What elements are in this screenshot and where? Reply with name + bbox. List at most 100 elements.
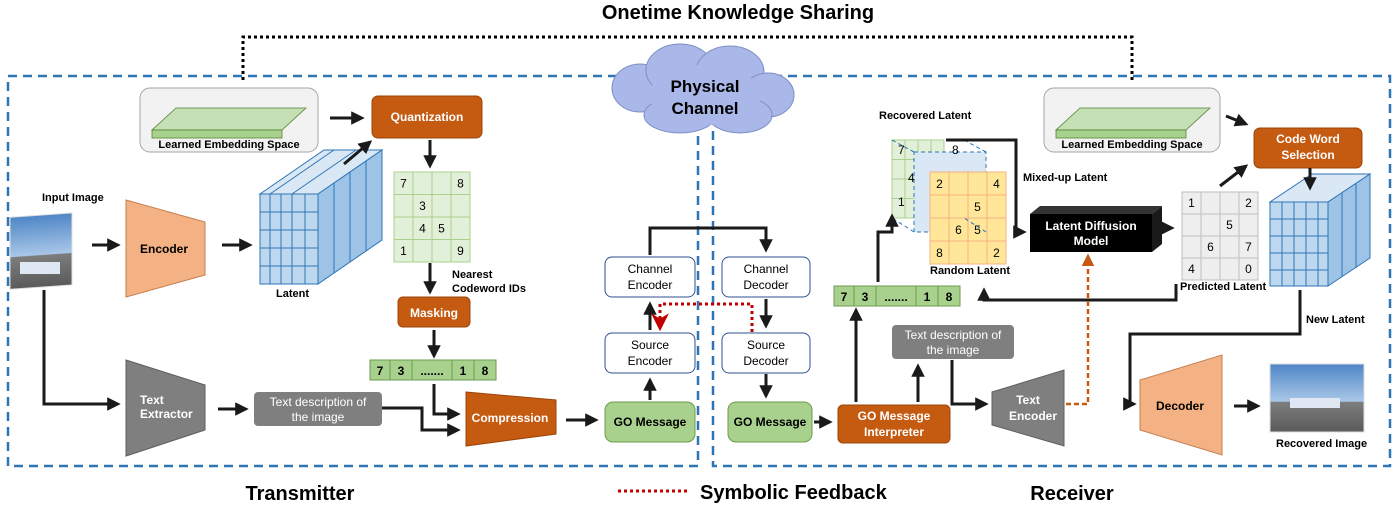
predicted-grid-cell (1181, 213, 1202, 237)
source-encoder-label-2: Encoder (628, 354, 673, 368)
interpreter-label-2: Interpreter (864, 425, 924, 439)
recovered-value: 1 (898, 195, 905, 209)
random-cell (948, 171, 969, 196)
predicted-grid-cell (1219, 235, 1240, 259)
channel-decoder-label-1: Channel (744, 262, 789, 276)
predicted-grid-cell (1200, 191, 1221, 215)
codeword-grid-tx-cell (450, 194, 471, 218)
compression-label: Compression (472, 411, 549, 425)
receiver-region (711, 74, 1392, 468)
ldm-label-1: Latent Diffusion (1045, 219, 1136, 233)
random-cell (967, 171, 988, 196)
latent-cube-tx (258, 149, 384, 285)
arrows (42, 111, 1317, 437)
predicted-grid-value: 5 (1226, 218, 1233, 232)
transmitter-label: Transmitter (246, 483, 355, 505)
codeword-grid-tx-cell (450, 239, 471, 263)
decoder-block (1139, 354, 1223, 456)
embedding-label-tx: Learned Embedding Space (158, 139, 299, 151)
sequence-rx-value: 7 (841, 290, 848, 304)
predicted-grid-cell (1238, 257, 1259, 281)
sequence-rx-value: 3 (862, 290, 869, 304)
input-image (9, 212, 73, 290)
sequence-tx-cell (473, 359, 497, 381)
source-encoder-label-1: Source (631, 338, 669, 352)
quantization-label: Quantization (391, 110, 464, 124)
codeword-grid-tx-value: 3 (419, 199, 426, 213)
text-extractor-label-1: Text (140, 393, 164, 407)
recovered-latent-label: Recovered Latent (879, 110, 972, 122)
masking-label: Masking (410, 306, 458, 320)
channel-encoder-label-2: Encoder (628, 278, 673, 292)
feedback-label: Symbolic Feedback (700, 482, 888, 504)
predicted-grid-value: 7 (1245, 240, 1252, 254)
text-desc-rx-1: Text description of (905, 328, 1002, 342)
codeword-grid-tx-cell (393, 216, 414, 240)
sequence-tx-value: 3 (398, 364, 405, 378)
title-onetime-knowledge: Onetime Knowledge Sharing (602, 2, 874, 24)
predicted-grid-value: 2 (1245, 196, 1252, 210)
predicted-grid-value: 0 (1245, 262, 1252, 276)
text-desc-tx-2: the image (292, 410, 345, 424)
ldm-label-2: Model (1074, 234, 1109, 248)
code-word-block (1253, 127, 1363, 169)
text-encoder-label-1: Text (1016, 393, 1040, 407)
source-encoder-box (604, 332, 696, 374)
latent-cube-rx (1268, 173, 1372, 287)
random-cell (948, 240, 969, 265)
codeword-grid-tx-cell (412, 239, 433, 263)
random-cell (929, 194, 950, 219)
receiver-label: Receiver (1030, 483, 1114, 505)
stack-connector (963, 139, 987, 153)
random-value: 6 (955, 223, 962, 237)
codeword-grid-tx-cell (431, 194, 452, 218)
predicted-grid-cell (1219, 191, 1240, 215)
random-cell (929, 217, 950, 242)
random-cell (967, 240, 988, 265)
random-cell (948, 194, 969, 219)
compression-block (465, 391, 557, 447)
channel-decoder-label-2: Decoder (743, 278, 788, 292)
predicted-grid-cell (1219, 257, 1240, 281)
sequence-tx-value: 7 (377, 364, 384, 378)
random-value: 2 (936, 177, 943, 191)
channel-encoder-box (604, 256, 696, 298)
predicted-grid-value: 1 (1188, 196, 1195, 210)
codeword-grid-tx-value: 5 (438, 221, 445, 235)
stack-connector (963, 217, 987, 233)
predicted-grid-value: 6 (1207, 240, 1214, 254)
recovered-value: 8 (952, 143, 959, 157)
go-message-rx-label: GO Message (734, 415, 807, 429)
recovered-value: 4 (908, 171, 915, 185)
sequence-rx-value: 8 (946, 290, 953, 304)
masking-block (397, 296, 471, 328)
random-cell (986, 194, 1007, 219)
text-desc-rx (892, 325, 1014, 359)
text-encoder-block (991, 369, 1065, 447)
source-decoder-box (721, 332, 811, 374)
cloud-icon (611, 43, 795, 134)
sequence-rx-value: ....... (884, 290, 907, 304)
recovered-value: 7 (898, 143, 905, 157)
text-extractor-block (125, 359, 206, 457)
codeword-grid-tx-cell (393, 194, 414, 218)
random-value: 5 (974, 200, 981, 214)
codeword-grid-tx-value: 7 (400, 176, 407, 190)
interpreter-label-1: GO Message (858, 409, 931, 423)
codeword-grid-tx-cell (431, 239, 452, 263)
text-desc-tx-1: Text description of (270, 395, 367, 409)
text-desc-tx (254, 392, 382, 426)
latent-label: Latent (276, 288, 309, 300)
stack-connector (891, 217, 915, 233)
source-decoder-label-1: Source (747, 338, 785, 352)
sequence-tx-value: 8 (482, 364, 489, 378)
codeword-grid-tx-value: 4 (419, 221, 426, 235)
text-encoder-label-2: Encoder (1009, 409, 1057, 423)
codeword-grid-tx-cell (450, 216, 471, 240)
symbolic-feedback-arrow (651, 302, 754, 332)
